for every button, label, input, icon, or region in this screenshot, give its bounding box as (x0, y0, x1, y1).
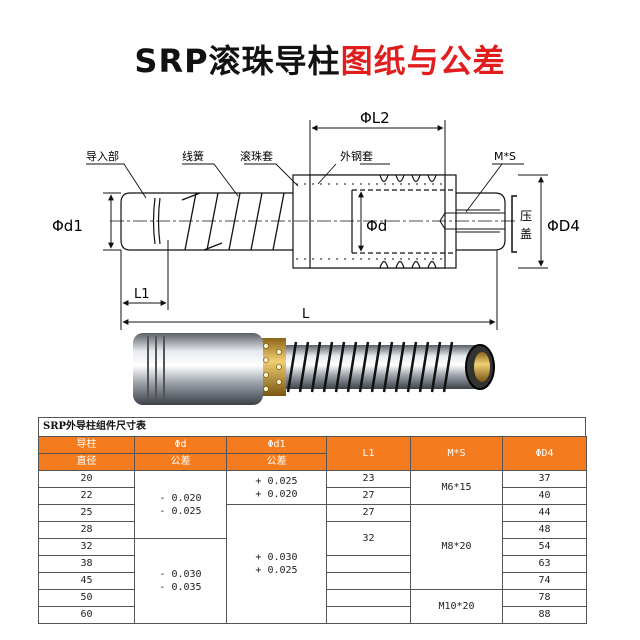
label-l: L (302, 307, 310, 322)
label-d4: ΦD4 (547, 217, 580, 235)
cell-diameter: 25 (38, 504, 135, 522)
label-l2: ΦL2 (360, 109, 390, 127)
cell-diameter: 38 (38, 555, 135, 573)
cell-d1-tol: + 0.025+ 0.020 (226, 470, 327, 505)
table-row: 38 63 (38, 555, 587, 573)
header-d-bottom: 公差 (134, 453, 227, 471)
header-l1: L1 (326, 436, 411, 471)
cell-d1-tol: + 0.030 + 0.025 (226, 504, 327, 624)
label-ball-sleeve: 滚珠套 (240, 149, 273, 163)
cell-diameter: 32 (38, 538, 135, 556)
dim-l1 (120, 240, 169, 330)
cell-d-tol: - 0.030 - 0.035 (134, 538, 227, 624)
table-row: 45 74 (38, 572, 587, 590)
d1-tol-lower: + 0.025 (255, 565, 298, 576)
cell-d4: 48 (502, 521, 587, 539)
cell-diameter: 22 (38, 487, 135, 505)
cell-d4: 78 (502, 589, 587, 607)
photo-balls (263, 343, 282, 392)
cell-l1-empty (326, 606, 411, 624)
header-diameter-bottom: 直径 (38, 453, 135, 471)
table-row: 60 88 (38, 606, 587, 624)
dimension-table: SRP外导柱组件尺寸表 导柱 Φd Φd1 L1 M*S ΦD4 直径 公差 公… (38, 417, 587, 624)
cell-d4: 63 (502, 555, 587, 573)
cell-l1-empty (326, 555, 411, 573)
photo-spring (286, 341, 454, 393)
cell-diameter: 28 (38, 521, 135, 539)
header-diameter-top: 导柱 (38, 436, 135, 454)
title-red: 图纸与公差 (340, 42, 506, 80)
label-guide-part: 导入部 (86, 149, 119, 163)
d1-tol-upper: + 0.030 (255, 552, 298, 563)
cell-ms: M6*15 (410, 470, 503, 505)
size-table: 导柱 Φd Φd1 L1 M*S ΦD4 直径 公差 公差 20 - 0.020… (38, 436, 587, 624)
dim-l2 (309, 120, 446, 175)
d-tol-upper: - 0.020 (159, 492, 202, 504)
cell-ms: M10*20 (410, 589, 503, 624)
d1-tol-lower: + 0.020 (255, 488, 298, 500)
d-tol-upper: - 0.030 (159, 569, 202, 580)
label-spring: 线簧 (182, 149, 204, 163)
header-ms: M*S (410, 436, 503, 471)
technical-drawing: 压 盖 ΦL2 Φd1 Φd ΦD4 L1 L (52, 109, 580, 405)
cell-l1-empty (326, 572, 411, 590)
cell-d4: 40 (502, 487, 587, 505)
dim-d4 (518, 174, 548, 269)
spring-coils (181, 192, 285, 251)
cell-diameter: 20 (38, 470, 135, 488)
label-d: Φd (366, 217, 387, 235)
cell-d4: 44 (502, 504, 587, 522)
table-row: 25 + 0.030 + 0.025 27 M8*20 44 (38, 504, 587, 624)
cell-l1: 27 (326, 504, 411, 522)
cell-d4: 37 (502, 470, 587, 488)
photo-cylinder (133, 333, 263, 405)
header-d1-top: Φd1 (226, 436, 327, 454)
cell-d4: 88 (502, 606, 587, 624)
table-row: 22 27 40 (38, 487, 587, 505)
d-tol-lower: - 0.035 (159, 582, 202, 593)
cell-diameter: 45 (38, 572, 135, 590)
cover-label-1: 压 (520, 209, 532, 223)
d-tol-lower: - 0.025 (159, 505, 202, 517)
d1-tol-upper: + 0.025 (255, 475, 298, 487)
label-ms: M*S (494, 150, 516, 163)
label-d1: Φd1 (52, 217, 83, 235)
product-photo (133, 333, 495, 405)
cell-d4: 54 (502, 538, 587, 556)
guide-pillar-outline (120, 174, 506, 269)
table-row: 32 - 0.030 - 0.035 54 (38, 538, 587, 624)
cell-d-tol: - 0.020- 0.025 (134, 470, 227, 539)
photo-grooves (147, 336, 165, 402)
page-title: SRP滚珠导柱图纸与公差 (0, 36, 640, 82)
header-d4: ΦD4 (502, 436, 587, 471)
cell-l1: 23 (326, 470, 411, 488)
cell-l1: 32 (326, 521, 411, 556)
table-row: 20 - 0.020- 0.025 + 0.025+ 0.020 23 M6*1… (38, 470, 587, 539)
dim-l (122, 250, 498, 330)
cover-bracket (511, 195, 517, 253)
ball-sleeve-dots (296, 183, 448, 260)
screw (439, 209, 505, 233)
table-caption: SRP外导柱组件尺寸表 (38, 417, 586, 436)
photo-cover-insert (474, 352, 490, 382)
cell-d4: 74 (502, 572, 587, 590)
dim-d1 (103, 192, 121, 251)
label-outer-sleeve: 外钢套 (340, 150, 373, 163)
cell-ms: M8*20 (410, 504, 503, 590)
label-l1: L1 (134, 287, 150, 302)
cover-label-2: 盖 (520, 227, 532, 241)
cell-l1: 27 (326, 487, 411, 505)
cell-diameter: 60 (38, 606, 135, 624)
cell-l1-empty (326, 589, 411, 607)
title-black: SRP滚珠导柱 (134, 42, 341, 80)
table-row: 28 32 48 (38, 521, 587, 556)
leader-lines (86, 163, 524, 213)
cell-diameter: 50 (38, 589, 135, 607)
header-d-top: Φd (134, 436, 227, 454)
header-d1-bottom: 公差 (226, 453, 327, 471)
